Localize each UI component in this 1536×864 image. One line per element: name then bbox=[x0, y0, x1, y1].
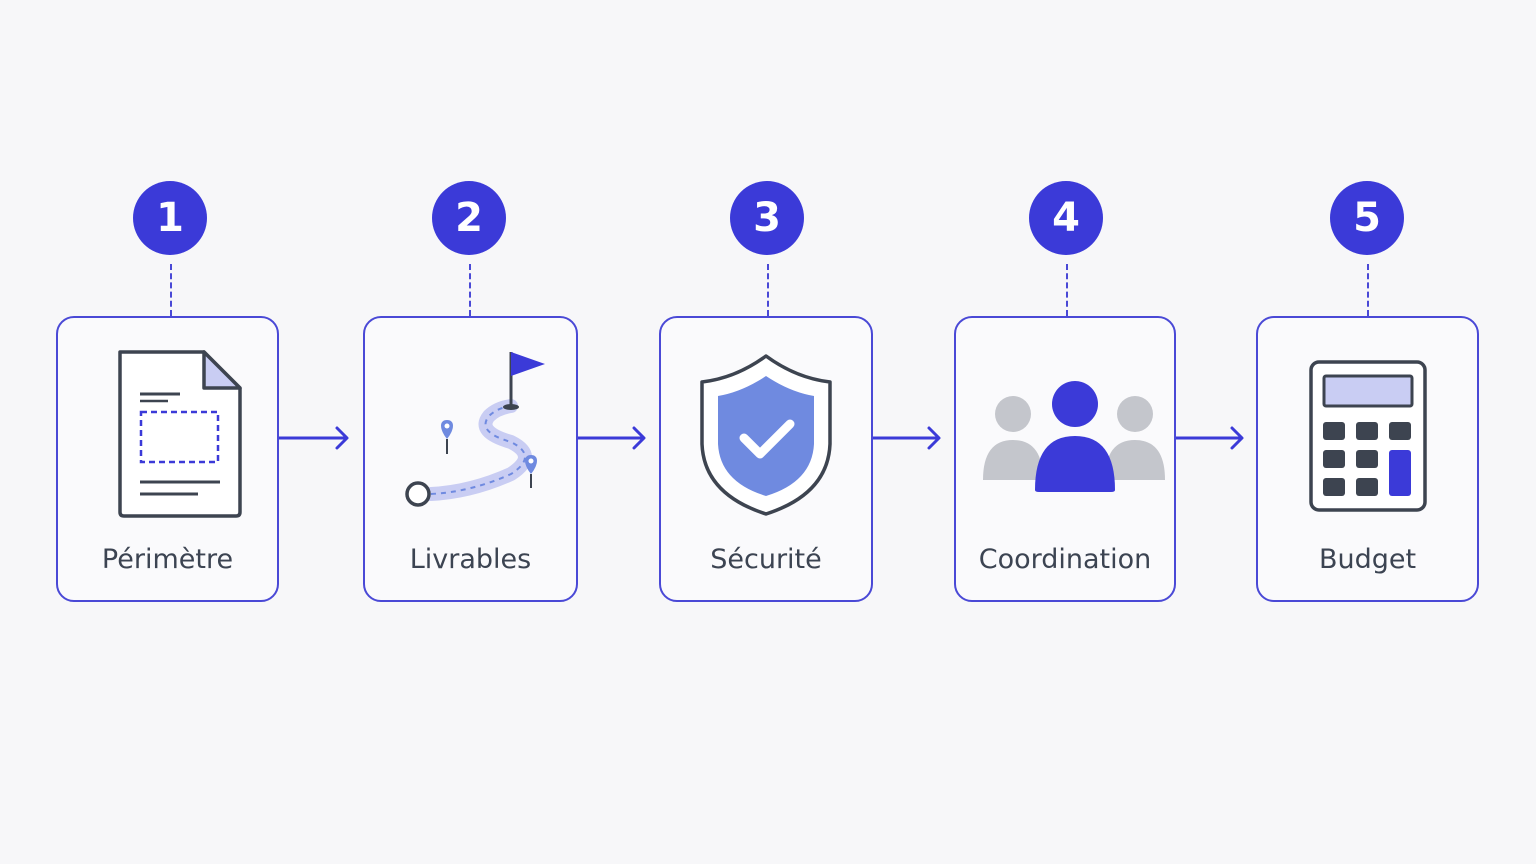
step-1-label: Périmètre bbox=[101, 544, 234, 575]
document-scope-icon bbox=[58, 344, 277, 544]
arrow-3-to-4-icon bbox=[873, 426, 941, 450]
step-3-label: Sécurité bbox=[710, 544, 822, 575]
arrow-2-to-3-icon bbox=[578, 426, 646, 450]
step-4-label: Coordination bbox=[978, 544, 1152, 575]
step-1-card: Périmètre bbox=[56, 316, 279, 602]
step-3-badge: 3 bbox=[730, 181, 804, 255]
arrow-1-to-2-icon bbox=[279, 426, 349, 450]
arrow-4-to-5-icon bbox=[1176, 426, 1244, 450]
step-3-connector bbox=[767, 264, 769, 316]
step-2-badge: 2 bbox=[432, 181, 506, 255]
step-4-badge: 4 bbox=[1029, 181, 1103, 255]
step-4-number: 4 bbox=[1052, 195, 1080, 241]
step-2-label: Livrables bbox=[409, 544, 532, 575]
step-5-label: Budget bbox=[1318, 544, 1417, 575]
step-2-connector bbox=[469, 264, 471, 316]
step-2-card: Livrables bbox=[363, 316, 578, 602]
step-3-number: 3 bbox=[753, 195, 781, 241]
step-5-number: 5 bbox=[1353, 195, 1381, 241]
step-4-card: Coordination bbox=[954, 316, 1176, 602]
shield-check-icon bbox=[661, 344, 871, 544]
step-5-badge: 5 bbox=[1330, 181, 1404, 255]
step-5-card: Budget bbox=[1256, 316, 1479, 602]
step-1-number: 1 bbox=[156, 195, 184, 241]
roadmap-flag-icon bbox=[365, 344, 576, 544]
step-2-number: 2 bbox=[455, 195, 483, 241]
step-4-connector bbox=[1066, 264, 1068, 316]
step-1-badge: 1 bbox=[133, 181, 207, 255]
calculator-icon bbox=[1258, 344, 1477, 544]
step-5-connector bbox=[1367, 264, 1369, 316]
step-3-card: Sécurité bbox=[659, 316, 873, 602]
team-people-icon bbox=[956, 344, 1174, 544]
step-1-connector bbox=[170, 264, 172, 316]
